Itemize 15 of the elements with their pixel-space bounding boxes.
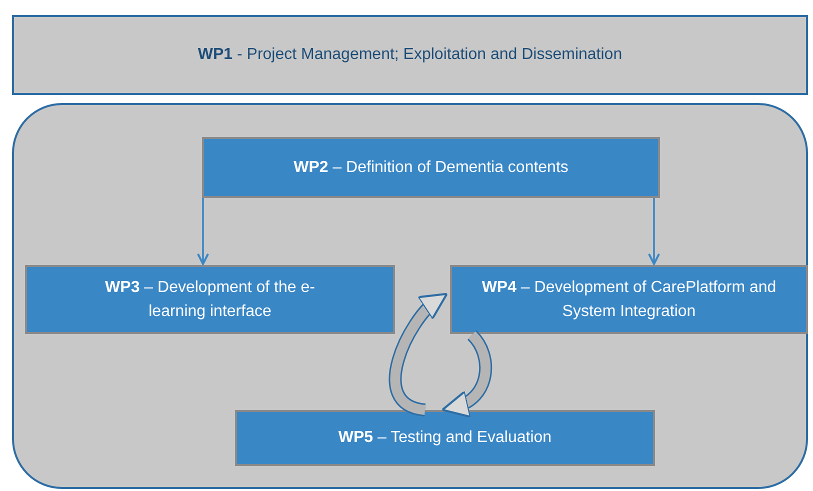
work-package-box (202, 137, 660, 198)
rounded-container (12, 103, 808, 489)
work-package-label: WP5 – Testing and Evaluation (338, 428, 552, 448)
work-package-box (25, 265, 395, 334)
arrow (648, 198, 660, 265)
work-package-box (450, 265, 808, 334)
arrow (196, 198, 210, 265)
cycle-arrow (442, 330, 492, 416)
work-package-label: WP4 – Development of CarePlatform and System Integration (480, 278, 778, 322)
work-package-label: WP1 - Project Management; Exploitation and Dissemination (198, 45, 622, 66)
work-package-band (12, 15, 808, 95)
work-package-box (235, 410, 655, 466)
cycle-arrow (388, 292, 448, 416)
work-package-label: WP3 – Development of the e-learning interface (104, 278, 316, 322)
work-package-label: WP2 – Definition of Dementia contents (294, 158, 568, 178)
